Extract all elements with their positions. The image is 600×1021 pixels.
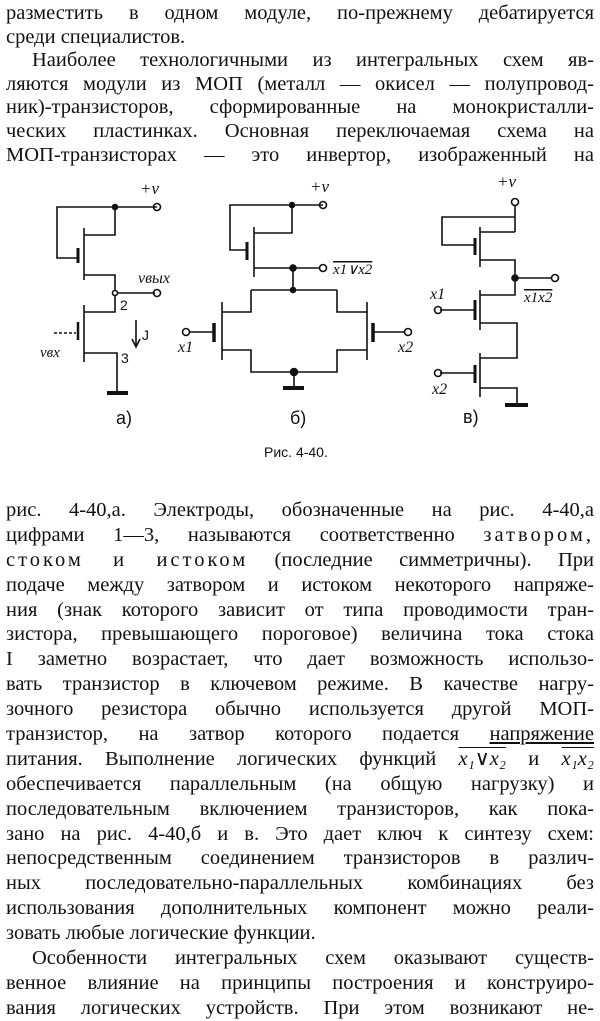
text-line: Наиболее технологичными из интегральных … xyxy=(32,49,594,72)
text-line: ник)-транзисторов, сформированные на мон… xyxy=(6,96,594,119)
text-line: разместить в одном модуле, по-прежнему д… xyxy=(6,2,594,24)
text-line: среди специалистов. xyxy=(6,25,186,48)
formula-nand: x₁x₂ xyxy=(561,747,594,770)
text-span: (последние симметричны). При xyxy=(248,548,594,571)
spaced-term: стоком и истоком xyxy=(6,548,249,571)
top-paragraphs: разместить в одном модуле, по-прежнему д… xyxy=(6,2,594,167)
subfigure-label-a: а) xyxy=(116,408,132,428)
figure-4-40: +v vвых vвх 2 3 J а) +v x1∨x2 x1 x2 б) +… xyxy=(40,172,560,460)
text-line: зочного резистора обычно используется др… xyxy=(6,698,594,721)
text-line: вания логических устройств. При этом воз… xyxy=(6,996,594,1019)
text-line: венное влияние на принципы построения и … xyxy=(6,971,594,994)
supply-label: +v xyxy=(140,179,159,198)
text-span: питания. Выполнение логических функций xyxy=(6,747,459,770)
current-label: J xyxy=(142,327,149,343)
text-span: и xyxy=(506,747,562,770)
input-label: vвх xyxy=(40,345,60,361)
text-line: обеспечивается параллельным (на общую на… xyxy=(6,772,594,795)
text-line: МОП-транзисторах — это инвертор, изображ… xyxy=(6,143,594,166)
input-x1-label: x1 xyxy=(177,339,193,356)
input-x1-label: x1 xyxy=(429,286,445,303)
circuit-a: +v vвых vвх 2 3 J а) xyxy=(40,179,170,428)
bottom-paragraphs: рис. 4-40,а. Электроды, обозначенные на … xyxy=(6,498,594,1021)
text-line: транзистор, на затвор которого подается … xyxy=(6,722,594,747)
text-span: транзистор, на затвор которого подается xyxy=(6,723,490,746)
node-2-label: 2 xyxy=(120,297,128,313)
circuit-b: +v x1∨x2 x1 x2 б) xyxy=(177,177,413,428)
text-line: использования дополнительных компонент м… xyxy=(6,897,594,920)
supply-label: +v xyxy=(310,177,329,196)
text-line: ческих пластинках. Основная переключаема… xyxy=(6,119,594,142)
text-line: подаче между затвором и истоком некоторо… xyxy=(6,573,594,596)
text-line: рис. 4-40,а. Электроды, обозначенные на … xyxy=(6,499,594,521)
text-line: зано на рис. 4-40,б и в. Это дает ключ к… xyxy=(6,822,594,845)
text-line: питания. Выполнение логических функций x… xyxy=(6,747,594,772)
text-line: последовательным включением транзисторов… xyxy=(6,797,594,820)
text-line: ных последовательно-параллельных комбина… xyxy=(6,872,594,895)
formula-nor: x₁∨x₂ xyxy=(458,747,506,770)
text-line: ния (знак которого зависит от типа прово… xyxy=(6,598,594,621)
node-3-label: 3 xyxy=(121,350,129,366)
text-span: цифрами 1—3, называются соответственно xyxy=(6,523,484,546)
circuit-c: +v x1x2 x1 x2 в) xyxy=(429,172,560,427)
subfigure-label-c: в) xyxy=(463,407,479,427)
text-line: зовать любые логические функции. xyxy=(6,922,316,945)
spaced-term: затвором, xyxy=(483,523,594,546)
text-line: Особенности интегральных схем оказывают … xyxy=(32,947,594,970)
nand-output-label: x1x2 xyxy=(523,290,553,306)
text-line: вать транзистор в ключевом режиме. В кач… xyxy=(6,673,594,696)
nor-output-label: x1∨x2 xyxy=(332,262,373,278)
text-line: зистора, превышающего пороговое) величин… xyxy=(6,623,594,646)
text-line: I заметно возрастает, что дает возможнос… xyxy=(6,648,594,671)
text-line: непосредственным соединением транзисторо… xyxy=(6,847,594,870)
subfigure-label-b: б) xyxy=(290,408,306,428)
input-x2-label: x2 xyxy=(397,339,413,356)
text-line: стоком и истоком (последние симметричны)… xyxy=(6,548,594,573)
figure-caption: Рис. 4-40. xyxy=(264,444,328,460)
text-line: ляются модули из МОП (металл — окисел — … xyxy=(6,72,594,95)
underlined-term: напряжение xyxy=(489,723,594,746)
input-x2-label: x2 xyxy=(431,381,447,398)
output-label: vвых xyxy=(138,270,170,287)
text-line: цифрами 1—3, называются соответственно з… xyxy=(6,523,594,548)
supply-label: +v xyxy=(497,172,516,191)
